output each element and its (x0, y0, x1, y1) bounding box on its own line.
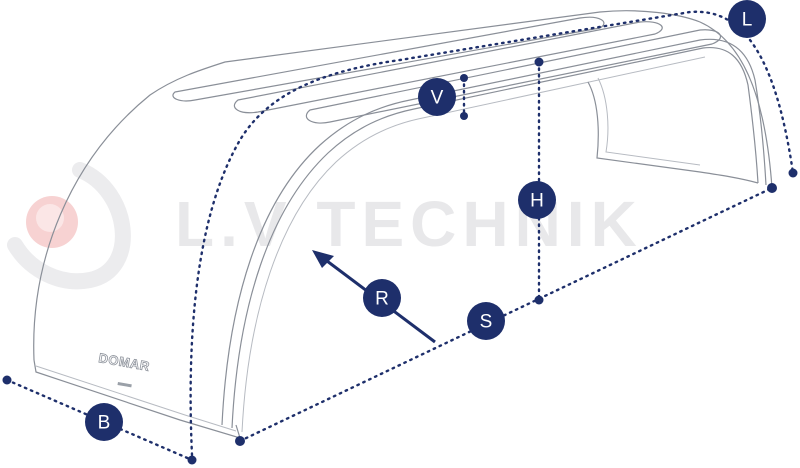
dim-v-top-dot (460, 74, 468, 82)
arch-lip (241, 56, 706, 433)
dim-l-line (189, 10, 795, 457)
badge-h-label: H (530, 191, 544, 212)
badge-l: L (728, 0, 766, 38)
rib-2 (233, 21, 663, 114)
dimension-badges: L V H R S B (85, 0, 766, 441)
arch-outer-line (221, 38, 767, 426)
watermark: L.V TECHNIK (7, 162, 643, 290)
rear-support-edge (597, 77, 701, 166)
arch-inner-line (231, 46, 759, 429)
dim-v-bottom-dot (460, 112, 468, 120)
dim-r-arrow-head (312, 250, 334, 268)
dimension-lines (2, 10, 798, 465)
mudguard-outer-shell (33, 10, 773, 361)
dim-b-end-dot (187, 455, 197, 465)
skirt-edge (35, 365, 237, 432)
dim-h-bottom-dot (534, 295, 544, 305)
watermark-text: L.V TECHNIK (175, 188, 643, 260)
watermark-logo (7, 162, 131, 290)
rear-support (587, 81, 759, 184)
dim-l-end-dot (788, 168, 798, 178)
dim-b-start-dot (2, 375, 12, 385)
dim-s-end-dot (767, 183, 777, 193)
brand-label: DOMAR (97, 350, 151, 374)
rib-3 (305, 29, 722, 124)
badge-l-label: L (742, 10, 753, 31)
badge-r: R (363, 279, 401, 317)
dim-s-start-dot (235, 436, 245, 446)
badge-b-label: B (98, 413, 111, 434)
dim-s-line (238, 186, 774, 443)
badge-s: S (467, 302, 505, 340)
brand-mark (117, 382, 132, 388)
badge-r-label: R (375, 289, 389, 310)
badge-v-label: V (431, 88, 444, 109)
badge-b: B (85, 403, 123, 441)
dim-b-line (5, 378, 194, 462)
badge-v: V (418, 78, 456, 116)
badge-h: H (518, 181, 556, 219)
mudguard-skirt (33, 359, 241, 439)
dim-h-top-dot (534, 57, 544, 67)
badge-s-label: S (480, 312, 493, 333)
